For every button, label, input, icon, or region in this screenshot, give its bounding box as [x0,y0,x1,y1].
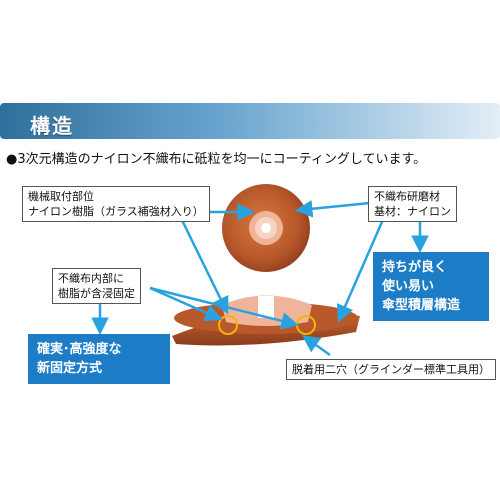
intro-text: ●3次元構造のナイロン不織布に砥粒を均一にコーティングしています。 [6,148,426,167]
label-abrasive-material-line1: 不織布研磨材 [374,190,440,203]
feature-fixing-line1: 確実･高強度な [37,342,122,357]
label-abrasive-material-line2: 基材：ナイロン [374,205,451,218]
label-mount-part-line1: 機械取付部位 [28,190,94,203]
label-mounting-holes: 脱着用二穴（グラインダー標準工具用） [286,359,496,380]
callout-arrows [91,200,429,357]
bullet-icon: ● [6,152,18,167]
feature-durable-line2: 使い易い [382,279,435,294]
feature-durable-line3: 傘型積層構造 [382,298,461,313]
disc-top-view [222,184,310,272]
label-resin-fixed-line2: 樹脂が含浸固定 [58,287,135,300]
label-resin-fixed: 不織布内部に 樹脂が含浸固定 [52,268,141,304]
feature-fixing-method: 確実･高強度な 新固定方式 [28,334,170,384]
section-header-bar [0,103,500,139]
label-abrasive-material: 不織布研磨材 基材：ナイロン [368,186,457,222]
holes-highlight-left [218,315,238,335]
label-mount-part: 機械取付部位 ナイロン樹脂（ガラス補強材入り） [22,186,210,222]
label-mounting-holes-text: 脱着用二穴（グラインダー標準工具用） [292,363,490,376]
feature-durable-structure: 持ちが良く 使い易い 傘型積層構造 [373,252,489,321]
label-mount-part-line2: ナイロン樹脂（ガラス補強材入り） [28,205,204,218]
feature-fixing-line2: 新固定方式 [37,361,103,376]
section-title: 構造 [30,114,74,138]
feature-durable-line1: 持ちが良く [382,260,448,275]
disc-side-view [172,295,360,346]
intro-sentence: 3次元構造のナイロン不織布に砥粒を均一にコーティングしています。 [17,152,427,167]
label-resin-fixed-line1: 不織布内部に [58,272,124,285]
